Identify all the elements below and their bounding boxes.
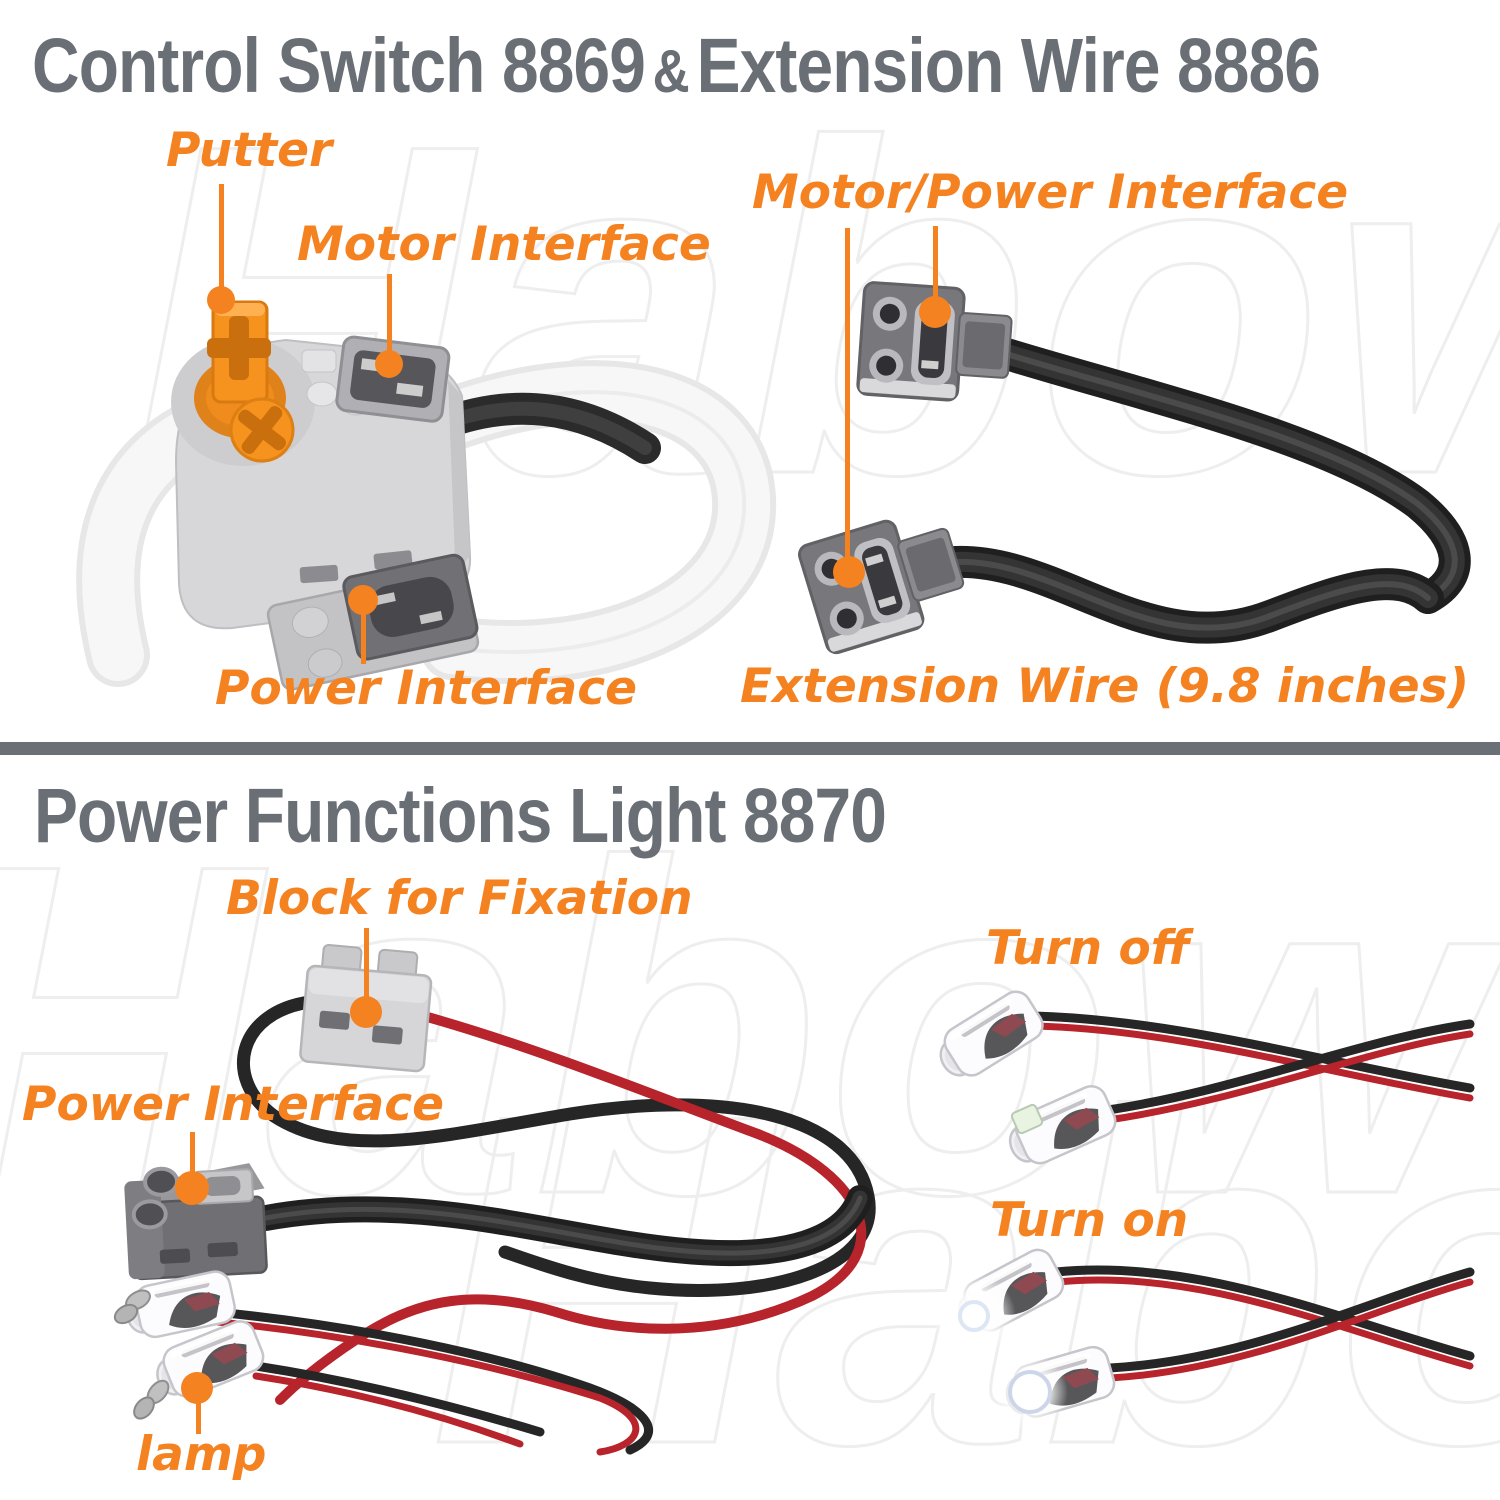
motor-interface-connector — [335, 335, 451, 423]
turn-off-wire2-red — [1104, 1030, 1474, 1124]
extension-wire-label: Extension Wire (9.8 inches) — [740, 659, 1470, 714]
putter-callout-dot — [207, 286, 235, 314]
motor-power-connector-bottom — [795, 502, 974, 657]
putter-callout-line — [219, 184, 224, 288]
motor-power-interface-label: Motor/Power Interface — [752, 165, 1349, 220]
turn-on-wire2-black — [1105, 1267, 1475, 1373]
putter-axle — [207, 300, 271, 404]
lamp2-wire-red — [252, 1372, 524, 1448]
lamp1-wire-black — [211, 1307, 654, 1455]
motor-power-long-callout-dot — [833, 556, 865, 588]
led-glow — [932, 1274, 1068, 1430]
turn-on-wire1-red — [1054, 1276, 1474, 1370]
turn-on-photo — [932, 1243, 1475, 1430]
power-interface-bottom-callout-dot — [175, 1171, 209, 1205]
section-divider — [0, 742, 1500, 755]
power-interface-top-callout-line — [361, 612, 366, 664]
block-fixation-callout-line — [364, 928, 369, 1000]
motor-interface-label: Motor Interface — [297, 217, 711, 272]
motor-power-short-callout-dot — [919, 296, 951, 328]
block-fixation-label: Block for Fixation — [226, 871, 693, 926]
lamp-callout-line — [196, 1400, 201, 1434]
switch-black-cable — [424, 392, 661, 464]
lamp-metal-clips — [113, 1289, 170, 1420]
light-red-wire — [275, 1011, 867, 1405]
light-set-photo — [113, 944, 876, 1456]
section2-title: Power Functions Light 8870 — [34, 773, 887, 859]
motor-power-long-callout-line — [845, 228, 850, 558]
motor-interface-callout-line — [387, 274, 392, 354]
turn-on-wire1-black — [1051, 1265, 1475, 1361]
turn-on-label: Turn on — [990, 1193, 1189, 1248]
title-power-functions-light: Power Functions Light 8870 — [34, 773, 887, 859]
switch-screw — [229, 397, 295, 463]
section1-title: Control Switch 8869 & Extension Wire 888… — [32, 23, 1321, 109]
power-interface-top-label: Power Interface — [215, 661, 637, 716]
control-switch-body — [171, 300, 472, 630]
light-ribbon-cable — [253, 1185, 873, 1267]
control-switch-photo — [76, 300, 777, 691]
lamp-label: lamp — [136, 1427, 267, 1482]
extension-ribbon-cable — [939, 336, 1471, 644]
power-interface-plate — [266, 553, 480, 691]
led-lamp-off — [928, 984, 1050, 1089]
title-ampersand: & — [652, 38, 690, 105]
putter-label: Putter — [166, 123, 333, 178]
light-black-wire — [236, 995, 876, 1297]
title-control-switch: Control Switch 8869 — [32, 23, 646, 109]
motor-power-short-callout-line — [933, 226, 938, 298]
turn-off-label: Turn off — [986, 921, 1190, 976]
motor-interface-callout-dot — [375, 350, 403, 378]
block-fixation-callout-dot — [350, 996, 382, 1028]
extension-wire-photo — [795, 280, 1471, 657]
lamp1-wire-red — [214, 1318, 640, 1456]
title-extension-wire: Extension Wire 8886 — [696, 23, 1321, 109]
power-interface-top-callout-dot — [348, 585, 378, 615]
turn-off-wire1-red — [1032, 1022, 1474, 1102]
power-interface-bottom-callout-line — [190, 1132, 195, 1176]
turn-on-wire2-red — [1106, 1278, 1474, 1382]
lamp2-wire-black — [251, 1361, 545, 1437]
lamp-callout-dot — [181, 1372, 213, 1404]
turn-off-photo — [928, 984, 1475, 1174]
power-interface-bottom-label: Power Interface — [22, 1077, 444, 1132]
turn-off-wire2-black — [1103, 1019, 1475, 1115]
turn-off-wire1-black — [1029, 1011, 1475, 1093]
